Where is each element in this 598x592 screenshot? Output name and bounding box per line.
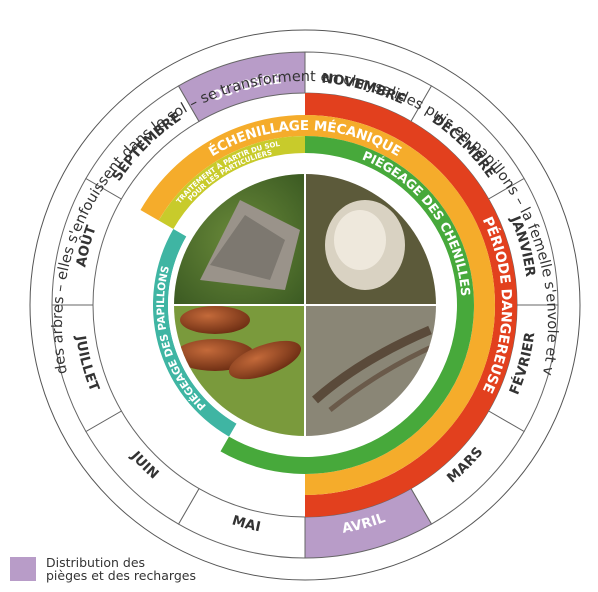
legend-text: Distribution des pièges et des recharges [46,556,196,582]
legend: Distribution des pièges et des recharges [10,556,196,582]
legend-swatch [10,557,36,581]
legend-line2: pièges et des recharges [46,569,196,582]
photo-disc [174,174,436,436]
